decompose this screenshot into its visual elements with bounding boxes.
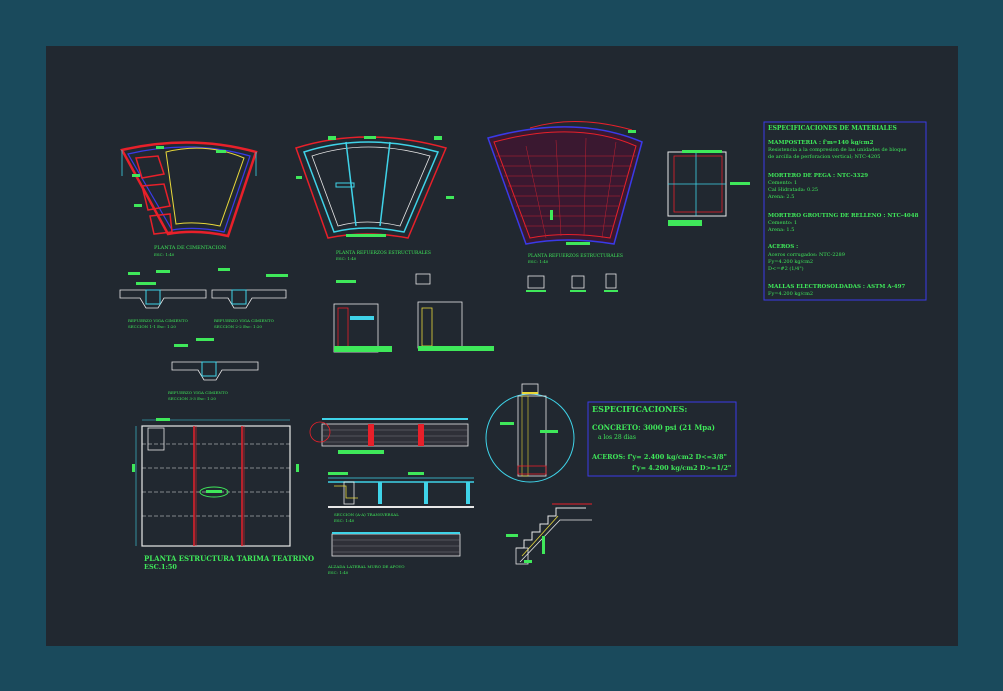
- viga-1-title: REFUERZO VIGA CIMIENTO: [128, 318, 189, 323]
- planta-tarima-drawing: [132, 418, 299, 547]
- mamposteria-line2: de arcilla de perforacion vertical; NTC-…: [768, 154, 880, 160]
- planta-refuerzos-right-title: PLANTA REFUERZOS ESTRUCTURALES: [528, 253, 623, 259]
- viga-cimiento-1-drawing: [119, 270, 207, 309]
- mortero-grout-line1: Cemento: 1: [768, 220, 797, 226]
- drawing-canvas: PLANTA DE CIMENTACION ESC: 1:40 PLANTA R…: [46, 46, 958, 646]
- seccion-aa-drawing: [328, 472, 474, 508]
- column-detail: [667, 150, 750, 226]
- aceros-line2: Fy=4.200 kg/cm2: [768, 259, 813, 265]
- mamposteria-line1: Resistencia a la compresion de las unida…: [768, 147, 906, 153]
- viga-3-title: REFUERZO VIGA CIMIENTO: [168, 390, 229, 395]
- viga-2-title: REFUERZO VIGA CIMIENTO: [214, 318, 275, 323]
- seccion-aa-scale: ESC: 1:40: [334, 518, 355, 523]
- spec-materiales-title: ESPECIFICACIONES DE MATERIALES: [768, 125, 897, 132]
- mortero-pega-heading: MORTERO DE PEGA : NTC-3329: [768, 173, 868, 179]
- planta-cimentacion-drawing: [120, 141, 258, 238]
- seccion-aa-title: SECCION (A-A) TRANSVERSAL: [334, 512, 399, 517]
- concreto-line1: CONCRETO: 3000 psi (21 Mpa): [592, 423, 715, 432]
- wall-details-middle: [333, 273, 494, 353]
- mortero-grout-line2: Arena: 1.5: [767, 227, 794, 233]
- mortero-pega-line2: Cal Hidratada: 0.25: [768, 187, 818, 193]
- mortero-grout-heading: MORTERO GROUTING DE RELLENO : NTC-4048: [768, 213, 919, 219]
- planta-refuerzos-right-drawing: [487, 120, 643, 245]
- aceros-concreto-line2: f'y= 4.200 kg/cm2 D>=1/2": [632, 464, 731, 472]
- mallas-heading: MALLAS ELECTROSOLDADAS : ASTM A-497: [768, 284, 905, 290]
- planta-tarima-scale: ESC.1:50: [144, 563, 177, 571]
- aceros-heading: ACEROS :: [767, 244, 798, 250]
- aceros-line3: D<=#2 (1/4"): [768, 265, 804, 272]
- planta-refuerzos-middle-title: PLANTA REFUERZOS ESTRUCTURALES: [336, 250, 431, 256]
- cad-drawing: PLANTA DE CIMENTACION ESC: 1:40 PLANTA R…: [119, 120, 927, 575]
- viga-cimiento-2-drawing: [211, 268, 288, 309]
- viga-cimiento-3-drawing: [171, 338, 259, 381]
- viga-1-section: SECCION 1-1 Esc: 1:20: [128, 324, 176, 329]
- spec-concreto-box: [587, 401, 737, 477]
- planta-cimentacion-scale: ESC: 1:40: [154, 252, 175, 257]
- planta-refuerzos-middle-drawing: [295, 136, 454, 239]
- planta-cimentacion-title: PLANTA DE CIMENTACION: [154, 245, 227, 251]
- mortero-pega-line1: Cemento: 1: [768, 180, 797, 186]
- viga-2-section: SECCION 2-2 Esc: 1:20: [214, 324, 262, 329]
- muro-elevacion-drawing: [309, 418, 469, 454]
- details-under-plan3: [526, 273, 618, 292]
- planta-refuerzos-right-scale: ESC: 1:40: [528, 259, 549, 264]
- planta-refuerzos-middle-scale: ESC: 1:40: [336, 256, 357, 261]
- planta-tarima-title: PLANTA ESTRUCTURA TARIMA TEATRINO: [144, 554, 314, 563]
- spec-concreto-title: ESPECIFICACIONES:: [592, 404, 687, 414]
- aceros-line1: Aceros corrugados: NTC-2289: [767, 252, 845, 258]
- alzada-scale: ESC: 1:40: [328, 570, 349, 575]
- alzada-lateral-drawing: [331, 532, 461, 557]
- spec-materiales-box: [763, 121, 927, 301]
- mamposteria-heading: MAMPOSTERIA : f'm=140 kg/cm2: [768, 140, 874, 146]
- stair-detail-drawing: [506, 503, 592, 565]
- concreto-line2: a los 28 dias: [598, 434, 636, 441]
- aceros-concreto-line1: ACEROS: f'y= 2.400 kg/cm2 D<=3/8": [591, 453, 727, 461]
- mortero-pega-line3: Arena: 2.5: [767, 194, 794, 200]
- alzada-title: ALZADA LATERAL MURO DE APOYO: [327, 564, 405, 569]
- mallas-line1: Fy=4.200 kg/cm2: [768, 291, 813, 297]
- viga-3-section: SECCION 3-3 Esc: 1:20: [168, 396, 216, 401]
- circle-detail-drawing: [485, 383, 575, 483]
